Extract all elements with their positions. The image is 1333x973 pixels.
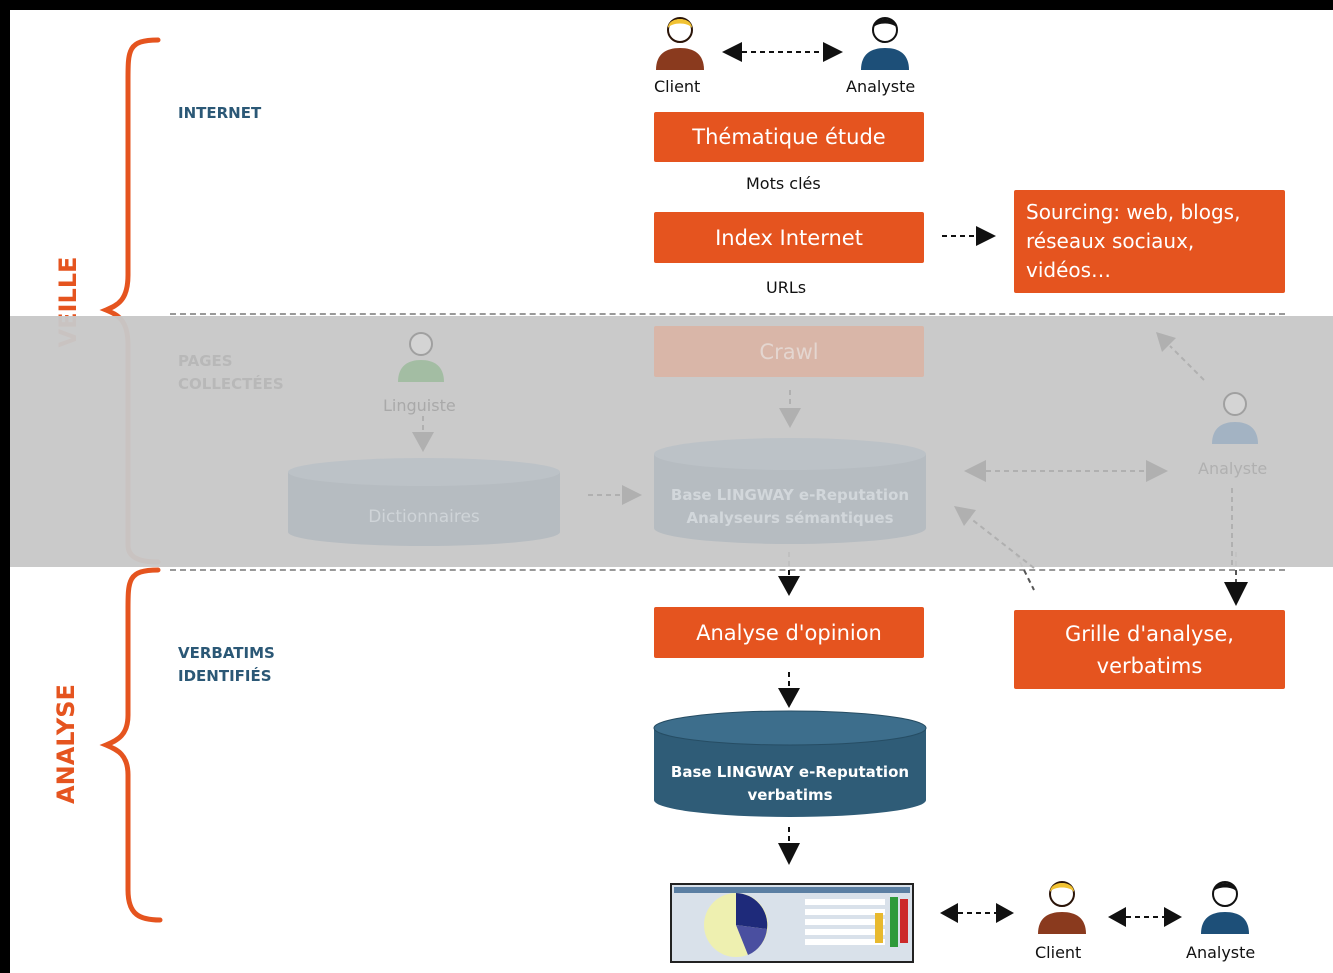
base-semantique-cylinder <box>654 438 926 544</box>
base-dashboard-arrow <box>778 827 800 865</box>
box-crawl: Crawl <box>654 326 924 377</box>
linguiste-person-icon <box>398 332 444 382</box>
dictionnaires-base-arrow <box>588 485 642 505</box>
greyed-overlay-band: PAGES COLLECTÉES Linguiste Crawl Diction… <box>10 316 1333 569</box>
diagram-page: VEILLE ANALYSE INTERNET VERBATIMS IDENTI… <box>10 10 1333 973</box>
box-thematique-etude: Thématique étude <box>654 112 924 162</box>
box-grille-analyse: Grille d'analyse, verbatims <box>1014 610 1285 689</box>
faded-analyste-person-icon <box>1212 392 1258 444</box>
crawl-base-arrow <box>779 390 801 428</box>
linguiste-label: Linguiste <box>383 396 456 415</box>
analyse-label: ANALYSE <box>52 684 80 804</box>
client-analyste-bottom-arrow <box>1108 907 1182 927</box>
faded-analyste-label: Analyste <box>1198 459 1268 478</box>
client-analyste-arrow <box>722 42 843 62</box>
base-semantique-label: Base LINGWAY e-Reputation Analyseurs sém… <box>670 486 910 527</box>
section-pages-collectees: PAGES COLLECTÉES <box>178 352 284 393</box>
opinion-base-arrow <box>778 672 800 708</box>
analyste-label: Analyste <box>846 77 916 96</box>
section-internet: INTERNET <box>178 104 262 122</box>
grille-base-arrow <box>1015 553 1035 591</box>
base-verbatims-cylinder <box>653 710 927 817</box>
mots-cles-label: Mots clés <box>746 174 821 193</box>
box-index-internet: Index Internet <box>654 212 924 263</box>
urls-label: URLs <box>766 278 807 297</box>
linguiste-dictionnaires-arrow <box>412 416 434 452</box>
section-verbatims: VERBATIMS IDENTIFIÉS <box>178 644 275 685</box>
base-verbatims-label: Base LINGWAY e-Reputation verbatims <box>670 763 910 804</box>
analyste-person-icon <box>861 17 909 70</box>
index-sourcing-arrow <box>942 226 996 246</box>
analyste-down-dash <box>1231 488 1233 566</box>
client-label: Client <box>654 77 701 96</box>
bottom-analyste-person-icon <box>1201 881 1249 934</box>
separator-bottom <box>170 569 1285 571</box>
dictionnaires-cylinder <box>288 458 560 546</box>
grille-base-faded-arrow <box>954 506 1035 569</box>
bottom-client-label: Client <box>1035 943 1082 962</box>
bottom-analyste-label: Analyste <box>1186 943 1256 962</box>
analyse-brace <box>99 567 163 923</box>
box-analyse-opinion: Analyse d'opinion <box>654 607 924 658</box>
bottom-client-person-icon <box>1038 881 1086 934</box>
box-sourcing: Sourcing: web, blogs, réseaux sociaux, v… <box>1014 190 1285 293</box>
separator-top <box>170 313 1285 315</box>
dashboard-client-arrow <box>940 903 1014 923</box>
dictionnaires-label: Dictionnaires <box>368 507 480 527</box>
analyste-sourcing-arrow <box>1156 332 1205 381</box>
client-person-icon <box>656 17 704 70</box>
base-analyste-arrow <box>964 460 1168 482</box>
dashboard-screenshot <box>670 883 914 963</box>
